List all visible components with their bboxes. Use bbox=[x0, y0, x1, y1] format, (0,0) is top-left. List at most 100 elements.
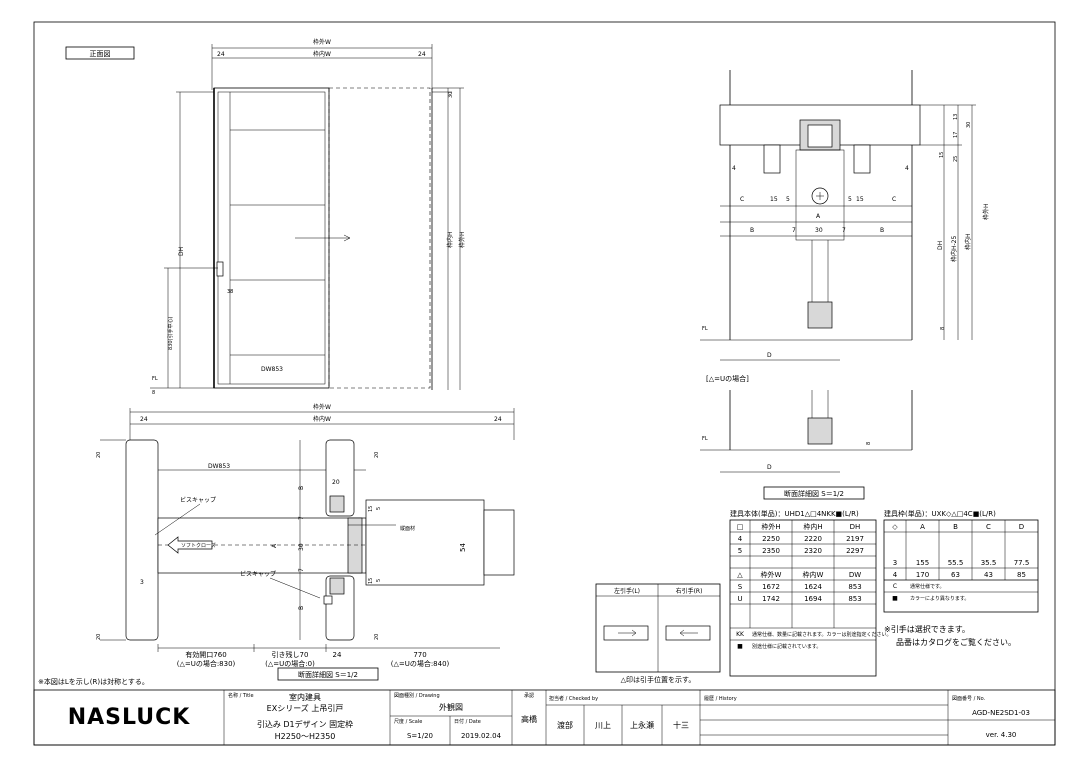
checker-3: 上永瀬 bbox=[630, 720, 654, 730]
front-outer-w: 枠外W bbox=[313, 38, 331, 46]
section-dim-8-u: 8 bbox=[866, 442, 872, 445]
plan-section-title: 断面詳細図 S＝1/2 bbox=[298, 670, 358, 679]
name-line4: H2250〜H2350 bbox=[275, 732, 336, 741]
frame-table-row-cell-3: 35.5 bbox=[981, 559, 997, 567]
section-dim-b-left: B bbox=[750, 227, 754, 234]
section-inner-h: 枠内H bbox=[964, 233, 972, 250]
door-table-row2-cell-3: 853 bbox=[848, 583, 861, 591]
section-dim-15-v: 15 bbox=[939, 152, 945, 158]
plan-dim-54: 54 bbox=[459, 543, 467, 552]
section-dim-8: 8 bbox=[940, 327, 946, 330]
door-table-row2-cell-3: 853 bbox=[848, 595, 861, 603]
plan-opening: 有効開口760 bbox=[185, 650, 226, 659]
checked-label: 担当者 / Checked by bbox=[549, 695, 598, 702]
section-fl: FL bbox=[702, 326, 708, 332]
door-table-row-cell-3: 2197 bbox=[846, 535, 864, 543]
plan-dim-5-top: 5 bbox=[376, 507, 382, 510]
section-fl-u: FL bbox=[702, 436, 708, 442]
drawing-label: 図面種別 / Drawing bbox=[394, 692, 440, 699]
front-outer-h: 枠外H bbox=[458, 231, 466, 248]
section-dim-5-left: 5 bbox=[786, 196, 790, 203]
front-fl: FL bbox=[152, 376, 158, 382]
front-inner-w: 枠内W bbox=[313, 50, 331, 58]
plan-dim-24-bottom: 24 bbox=[333, 651, 342, 659]
door-table-note-text: 通常仕様、数量に記載されます。カラーは別途指定ください。 bbox=[752, 631, 892, 638]
plan-dim-770-u: (△=Uの場合:840) bbox=[391, 659, 450, 668]
plan-dim-15-bottom: 15 bbox=[368, 578, 374, 584]
section-dim-15-left: 15 bbox=[770, 196, 778, 203]
section-dim-a: A bbox=[816, 213, 821, 220]
frame-table-row-cell-1: 155 bbox=[916, 559, 929, 567]
section-dim-d: D bbox=[767, 352, 772, 359]
frame-table-row-cell-4: 77.5 bbox=[1014, 559, 1030, 567]
frame-table-header-cell-0: ◇ bbox=[892, 523, 898, 531]
door-table-row2-cell-1: 1672 bbox=[762, 583, 780, 591]
remark-line2: 品番はカタログをご覧ください。 bbox=[896, 637, 1016, 647]
plan-dim-a: A bbox=[271, 543, 278, 548]
plan-screw-cap-top: ビスキャップ bbox=[180, 496, 216, 504]
plan-dim-b-top: B bbox=[298, 486, 305, 490]
frame-table-row-cell-1: 170 bbox=[916, 571, 929, 579]
section-dim-7-right: 7 bbox=[842, 227, 846, 234]
door-table-row2-cell-1: 1742 bbox=[762, 595, 780, 603]
drawing-number: AGD-NE2SD1-03 bbox=[972, 709, 1030, 717]
name-label: 名称 / Title bbox=[228, 692, 254, 699]
approved-label: 承認 bbox=[524, 692, 534, 699]
plan-opening-u: (△=Uの場合:830) bbox=[177, 659, 236, 668]
plan-dim-3: 3 bbox=[140, 579, 144, 586]
door-table-row-cell-1: 2350 bbox=[762, 547, 780, 555]
door-table-row-cell-2: 2220 bbox=[804, 535, 822, 543]
plan-dim-770: 770 bbox=[413, 651, 426, 659]
name-line3: 引込み D1デザイン 固定枠 bbox=[257, 719, 353, 729]
checker-1: 渡部 bbox=[557, 720, 573, 730]
logo: NASLUCK bbox=[68, 705, 191, 730]
footnote: ※本図はLを示し(R)は対称とする。 bbox=[38, 677, 149, 686]
frame-table-note-key: ■ bbox=[892, 595, 898, 602]
door-table-row-cell-0: 5 bbox=[738, 547, 742, 555]
front-view: 正面図 枠外W 枠内W 24 24 38 DW853 DH bbox=[65, 38, 466, 396]
plan-dim-20-pocket-top: 20 bbox=[374, 452, 380, 458]
plan-dw: DW853 bbox=[208, 463, 230, 470]
remark-line1: ※引手は選択できます。 bbox=[884, 624, 970, 634]
section-dim-25: 25 bbox=[953, 156, 959, 162]
door-table-header-cell-3: DH bbox=[850, 523, 861, 531]
plan-dim-20-top: 20 bbox=[96, 452, 102, 458]
section-dim-13: 13 bbox=[953, 114, 959, 120]
plan-soft-close: ソフトクローズ bbox=[181, 542, 216, 549]
section-dim-15-right: 15 bbox=[856, 196, 864, 203]
checker-2: 川上 bbox=[595, 721, 611, 730]
door-table-row2-cell-0: S bbox=[738, 583, 743, 591]
section-dim-17: 17 bbox=[953, 132, 959, 138]
plan-dim-15-top: 15 bbox=[368, 506, 374, 512]
handle-right-label: 右引手(R) bbox=[676, 587, 703, 595]
plan-view: 枠外W 枠内W 24 24 20 20 3 ソフトクローズ DW853 ビスキャ… bbox=[38, 403, 515, 686]
frame-table-note-key: C bbox=[893, 583, 897, 590]
plan-stopper: 縦面材 bbox=[400, 525, 415, 532]
section-dim-4-right: 4 bbox=[905, 165, 909, 172]
plan-dim-20-bottom: 20 bbox=[96, 634, 102, 640]
version: ver. 4.30 bbox=[986, 731, 1017, 739]
scale-label: 尺度 / Scale bbox=[394, 718, 422, 725]
front-view-label: 正面図 bbox=[90, 50, 111, 58]
section-inner-h25: 枠内H-25 bbox=[950, 236, 958, 262]
door-table-header2-cell-0: △ bbox=[737, 571, 743, 579]
section-dim-4-left: 4 bbox=[732, 165, 736, 172]
frame-table-row-cell-2: 55.5 bbox=[948, 559, 964, 567]
plan-pull-margin: 引き残し70 bbox=[272, 650, 309, 659]
door-table-row-cell-2: 2320 bbox=[804, 547, 822, 555]
door-table-header-cell-0: □ bbox=[737, 523, 744, 531]
frame-table-row-cell-3: 43 bbox=[984, 571, 993, 579]
number-label: 図面番号 / No. bbox=[952, 695, 986, 702]
door-table-row2-cell-2: 1694 bbox=[804, 595, 822, 603]
frame-table-header-cell-4: D bbox=[1019, 523, 1024, 531]
door-table-row2-cell-2: 1624 bbox=[804, 583, 822, 591]
frame-table-row-cell-4: 85 bbox=[1017, 571, 1026, 579]
front-view-label-box bbox=[65, 46, 135, 60]
plan-screw-cap-bottom: ビスキャップ bbox=[240, 570, 276, 578]
section-dim-b-right: B bbox=[880, 227, 884, 234]
door-table-note-text: 別途仕様に記載されています。 bbox=[752, 643, 821, 650]
history-label: 履歴 / History bbox=[704, 696, 737, 702]
